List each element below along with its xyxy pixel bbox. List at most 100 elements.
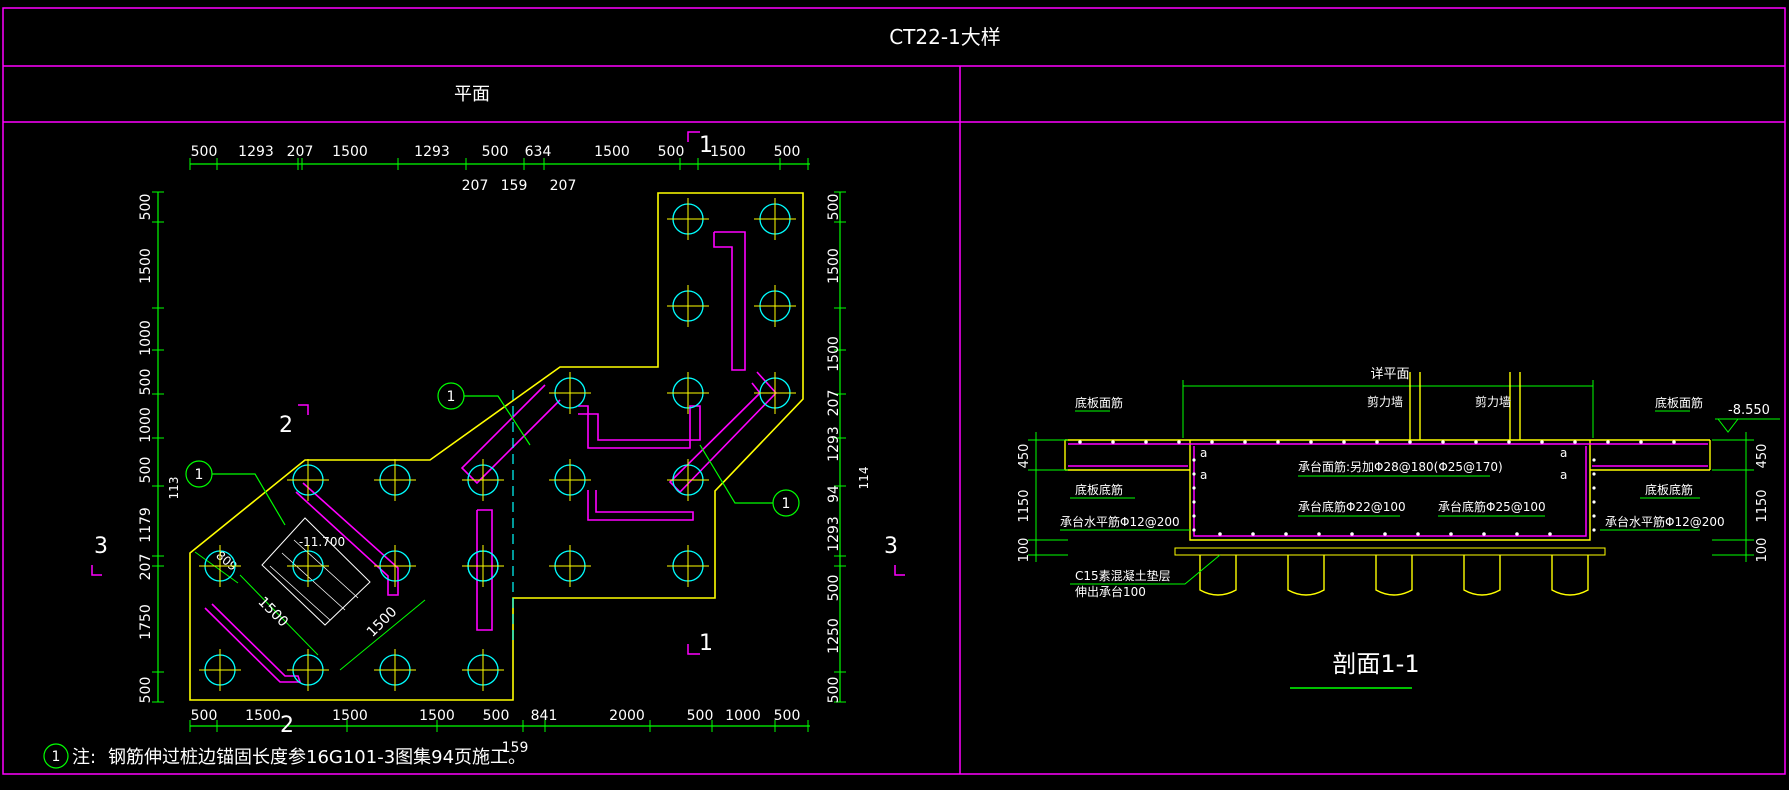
piles	[199, 198, 796, 691]
label-right-bot: 底板底筋	[1645, 482, 1693, 497]
dim-left-10: 500	[138, 677, 154, 704]
note-text: 钢筋伸过桩边锚固长度参16G101-3图集94页施工。	[108, 747, 526, 768]
dim-left-7: 1179	[138, 507, 154, 543]
dim-left-5: 1000	[138, 407, 154, 443]
label-left-bot: 底板底筋	[1075, 482, 1123, 497]
diag-dim-1500a: 1500	[255, 594, 292, 631]
dim-bottom-6: 841	[531, 708, 558, 724]
section-mark-3-right	[894, 565, 905, 576]
dim-ticks-top	[189, 158, 809, 170]
rebar-dot-top	[1606, 440, 1610, 444]
label-wall-1: 剪力墙	[1367, 394, 1403, 409]
callout-num-b: 1	[195, 467, 204, 483]
rebar-dot-bottom	[1218, 532, 1222, 536]
section-top-ref	[1182, 380, 1594, 438]
rebar-5	[204, 603, 302, 683]
dim-ticks-bottom	[189, 720, 809, 732]
diagonal-dims	[194, 551, 426, 671]
label-right-top: 底板面筋	[1655, 395, 1703, 410]
plan-elevation: -11.700	[299, 535, 345, 549]
pile-cap-section	[1189, 440, 1591, 541]
label-wall-2: 剪力墙	[1475, 394, 1511, 409]
dim-bottom-1: 500	[191, 708, 218, 724]
rebar-dot-top	[1243, 440, 1247, 444]
label-elev: -8.550	[1728, 403, 1770, 418]
diag-dim-2	[339, 599, 426, 671]
rebar-dot-side	[1192, 528, 1196, 532]
label-bedding-2: 伸出承台100	[1075, 584, 1146, 599]
pile-cap-outline	[189, 192, 804, 701]
dim-top-5: 1293	[414, 144, 450, 160]
rebar-dot-side	[1192, 472, 1196, 476]
diag-dim-3	[194, 551, 239, 584]
rebar-2	[578, 405, 701, 449]
dim-top2-1: 207	[462, 178, 489, 194]
diag-dim-1	[239, 574, 319, 656]
dim-bottom2: 159	[502, 740, 529, 756]
sec-dim-left-3: 100	[1017, 538, 1032, 563]
section-label-2: 2	[279, 413, 293, 438]
sec-dim-left-1: 450	[1017, 444, 1032, 469]
dim-right-2: 1500	[826, 248, 842, 284]
rebar-dot-side	[1592, 486, 1596, 490]
dim-top-3: 207	[287, 144, 314, 160]
rebar-dot-bottom	[1284, 532, 1288, 536]
dim-right-1: 500	[826, 194, 842, 221]
section-dim-lines	[1028, 432, 1754, 562]
tag-a-3: a	[1560, 446, 1567, 460]
rebar-dots	[1078, 440, 1676, 536]
dim-left-4: 500	[138, 369, 154, 396]
dim-bottom-8: 500	[687, 708, 714, 724]
section-leaders	[1060, 410, 1700, 585]
dim-right-8: 500	[826, 575, 842, 602]
frame	[2, 7, 1786, 775]
rebar-dot-top	[1078, 440, 1082, 444]
rebar-dot-top	[1111, 440, 1115, 444]
dim-texts-bottom: 500 1500 1500 1500 500 841 2000 500 1000…	[191, 708, 801, 756]
dim-right-5: 1293	[826, 426, 842, 462]
dim-top2-3: 207	[550, 178, 577, 194]
rebar-dot-top	[1540, 440, 1544, 444]
plan-title: 平面	[454, 84, 490, 105]
hatch-2	[281, 552, 346, 611]
leader-bedding	[1070, 554, 1221, 585]
dim-right-extra: 114	[857, 467, 871, 490]
dim-top-1: 500	[191, 144, 218, 160]
section-cap-rebar	[1193, 446, 1587, 537]
section-label-2-bottom: 2	[280, 713, 294, 738]
callout-leader-c	[699, 444, 773, 504]
dim-right-6: 94	[826, 485, 842, 503]
dim-left-1: 500	[138, 194, 154, 221]
section-pile	[1199, 555, 1237, 596]
dim-texts-left: 500 1500 1000 500 1000 500 1179 207 1750…	[138, 194, 181, 704]
section-mark-1-bottom	[687, 644, 700, 655]
section-mark-1-top	[687, 131, 700, 142]
dim-top-2: 1293	[238, 144, 274, 160]
rebar-dot-side	[1192, 514, 1196, 518]
label-bedding-1: C15素混凝土垫层	[1075, 568, 1171, 583]
callout-texts: 1 1 1	[195, 389, 791, 512]
section-pile	[1551, 555, 1589, 596]
rebar-4	[476, 509, 493, 631]
rebar-dot-bottom	[1251, 532, 1255, 536]
dim-right-7: 1293	[826, 516, 842, 552]
plan-view: 500 1293 207 1500 1293 500 634 1500 500 …	[43, 131, 905, 769]
rebar-dot-side	[1192, 458, 1196, 462]
rebar-dot-top	[1441, 440, 1445, 444]
tag-a-1: a	[1200, 446, 1207, 460]
callouts	[185, 382, 800, 526]
dim-top-7: 634	[525, 144, 552, 160]
rebar-dot-top	[1276, 440, 1280, 444]
label-left-top: 底板面筋	[1075, 395, 1123, 410]
rebar-dot-bottom	[1416, 532, 1420, 536]
dim-right-9: 1250	[826, 618, 842, 654]
dim-left-extra: 113	[167, 477, 181, 500]
dim-top-9: 500	[658, 144, 685, 160]
dim-left-3: 1000	[138, 320, 154, 356]
hatch-3	[293, 539, 359, 599]
section-piles	[1199, 555, 1589, 596]
section-slabs	[1064, 372, 1711, 541]
section-label-1-bottom: 1	[699, 631, 713, 656]
rebar-dot-side	[1592, 528, 1596, 532]
